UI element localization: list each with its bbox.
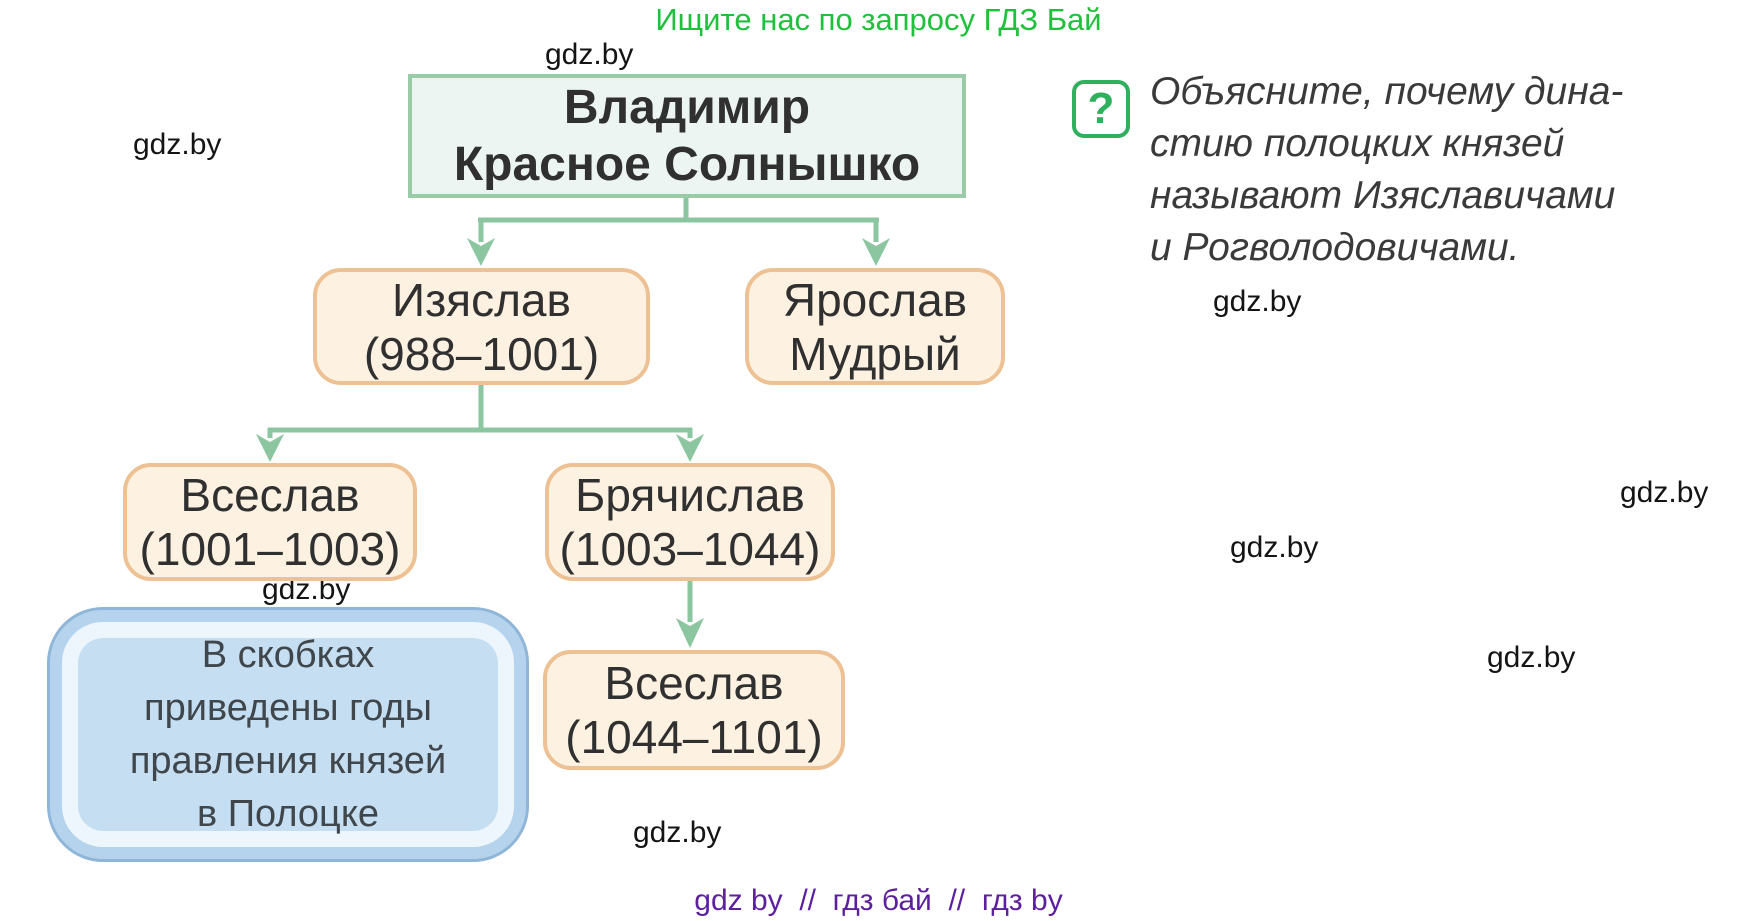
watermark: gdz.by xyxy=(1620,476,1709,509)
node-bryachislav-years: (1003–1044) xyxy=(559,523,821,575)
legend-note-line: в Полоцке xyxy=(196,792,380,835)
promo-banner: Ищите нас по запросу ГДЗ Бай xyxy=(655,2,1102,37)
question-mark-icon: ? xyxy=(1072,80,1130,138)
footer-tags: gdz by // гдз бай // гдз by xyxy=(694,884,1063,917)
watermark: gdz.by xyxy=(133,128,222,161)
question-task-line: стию полоцких князей xyxy=(1150,122,1565,165)
node-vseslav-1044-years: (1044–1101) xyxy=(565,711,823,763)
watermark: gdz.by xyxy=(1487,641,1576,674)
legend-note-line: правления князей xyxy=(129,739,447,782)
question-task-line: называют Изяславичами xyxy=(1150,174,1616,217)
question-mark-glyph: ? xyxy=(1087,84,1115,133)
node-yaroslav-line2: Мудрый xyxy=(789,327,961,380)
node-bryachislav-name: Брячислав xyxy=(575,469,805,521)
question-task-line: и Рогволодовичами. xyxy=(1150,226,1520,269)
question-task-text: Объясните, почему дина- стию полоцких кн… xyxy=(1150,66,1670,274)
node-vladimir-line2: Красное Солнышко xyxy=(453,138,921,191)
node-vseslav-1001-name: Всеслав xyxy=(180,469,360,521)
node-vseslav-1001: Всеслав (1001–1003) xyxy=(123,463,417,581)
question-task-line: Объясните, почему дина- xyxy=(1150,70,1624,113)
node-yaroslav: Ярослав Мудрый xyxy=(745,268,1005,385)
node-izyaslav: Изяслав (988–1001) xyxy=(313,268,650,385)
node-vseslav-1044: Всеслав (1044–1101) xyxy=(543,650,845,770)
node-vseslav-1044-name: Всеслав xyxy=(604,657,784,709)
node-vladimir: Владимир Красное Солнышко xyxy=(408,74,966,198)
watermark: gdz.by xyxy=(545,38,634,71)
watermark: gdz.by xyxy=(1230,531,1319,564)
legend-note-line: В скобках xyxy=(201,633,375,676)
watermark: gdz.by xyxy=(1213,285,1302,318)
legend-note: В скобках приведены годы правления князе… xyxy=(47,607,529,862)
node-bryachislav: Брячислав (1003–1044) xyxy=(545,463,835,581)
node-yaroslav-line1: Ярослав xyxy=(782,273,968,326)
watermark: gdz.by xyxy=(633,816,722,849)
node-vseslav-1001-years: (1001–1003) xyxy=(139,523,401,575)
legend-note-line: приведены годы xyxy=(144,686,432,729)
node-vladimir-line1: Владимир xyxy=(563,81,811,134)
node-izyaslav-years: (988–1001) xyxy=(363,327,600,380)
node-izyaslav-name: Изяслав xyxy=(392,273,571,326)
